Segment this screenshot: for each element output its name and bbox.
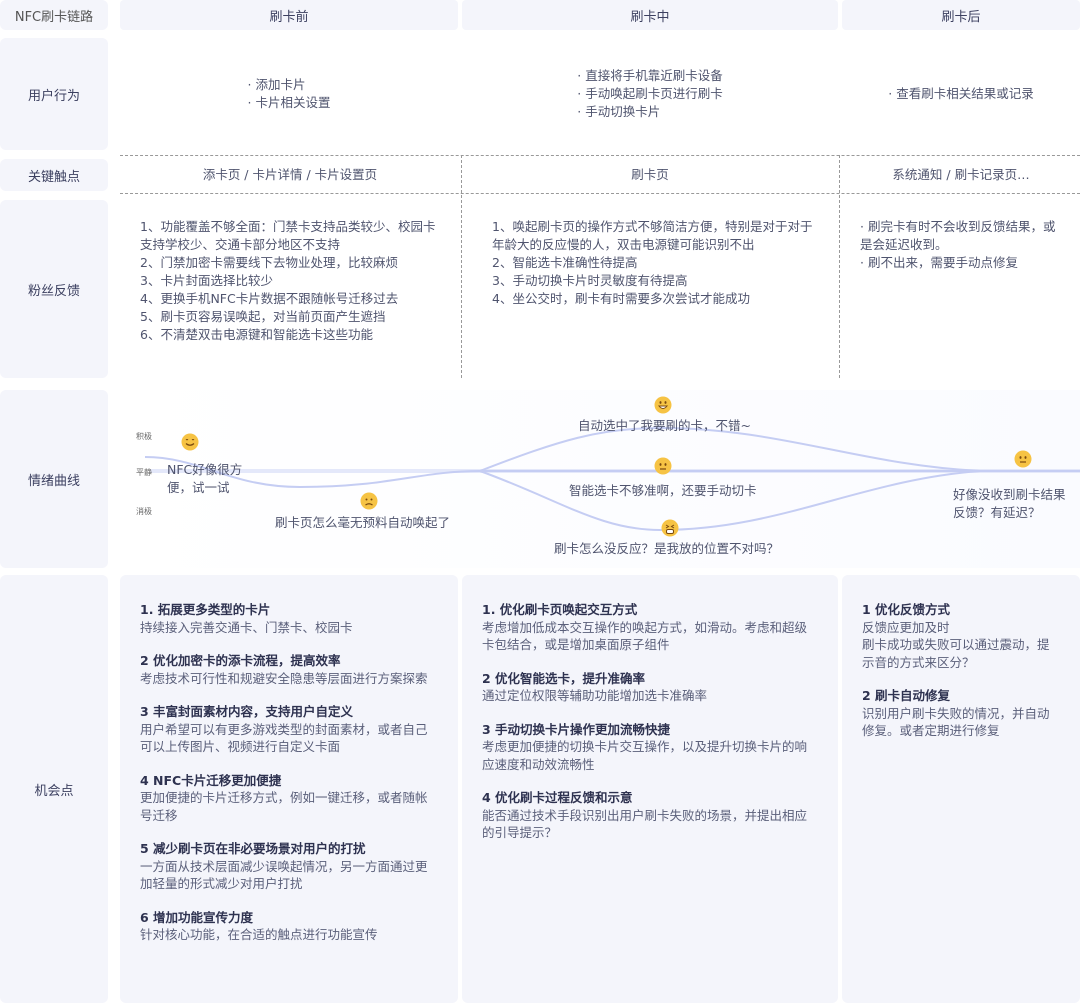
opportunity-desc: 用户希望可以有更多游戏类型的封面素材，或者自己可以上传图片、视频进行自定义卡面 bbox=[140, 721, 428, 755]
feedback-before: 1、功能覆盖不够全面：门禁卡支持品类较少、校园卡支持学校少、交通卡部分地区不支持… bbox=[140, 218, 440, 344]
neutral-face-icon bbox=[1014, 450, 1032, 468]
opportunity-title: 3 丰富封面素材内容，支持用户自定义 bbox=[140, 704, 354, 719]
row-label-touchpoints: 关键触点 bbox=[0, 159, 108, 191]
level-positive: 积极 bbox=[136, 432, 152, 441]
opportunity-desc: 持续接入完善交通卡、门禁卡、校园卡 bbox=[140, 619, 353, 635]
opportunity-title: 2 刷卡自动修复 bbox=[862, 688, 951, 703]
behavior-item: · 直接将手机靠近刷卡设备 bbox=[577, 68, 723, 83]
opportunity-item: 3 丰富封面素材内容，支持用户自定义用户希望可以有更多游戏类型的封面素材，或者自… bbox=[140, 703, 438, 756]
feedback-item: 1、功能覆盖不够全面：门禁卡支持品类较少、校园卡支持学校少、交通卡部分地区不支持 bbox=[140, 219, 436, 252]
feedback-item: · 刷不出来，需要手动点修复 bbox=[860, 255, 1018, 270]
opportunity-title: 4 NFC卡片迁移更加便捷 bbox=[140, 772, 282, 788]
touchpoint-after: 系统通知 / 刷卡记录页… bbox=[892, 166, 1030, 182]
row-label-opportunity: 机会点 bbox=[0, 575, 108, 1003]
opportunities-after: 1 优化反馈方式反馈应更加及时 刷卡成功或失败可以通过震动，提示音的方式来区分？… bbox=[842, 575, 1080, 1003]
feedback-item: 2、智能选卡准确性待提高 bbox=[492, 255, 638, 270]
opportunity-desc: 针对核心功能，在合适的触点进行功能宣传 bbox=[140, 927, 378, 942]
emotion-point: 好像没收到刷卡结果反馈？有延迟？ bbox=[953, 487, 1066, 520]
opportunity-desc: 考虑更加便捷的切换卡片交互操作，以及提升切换卡片的响应速度和动效流畅性 bbox=[482, 739, 808, 772]
grin-face-icon bbox=[654, 396, 672, 414]
level-calm: 平静 bbox=[136, 468, 152, 477]
opportunity-item: 5 减少刷卡页在非必要场景对用户的打扰一方面从技术层面减少误唤起情况，另一方面通… bbox=[140, 840, 438, 893]
opportunity-title: 1 优化反馈方式 bbox=[862, 602, 951, 617]
opportunity-item: 4 NFC卡片迁移更加便捷更加便捷的卡片迁移方式，例如一键迁移，或者随帐号迁移 bbox=[140, 772, 438, 825]
level-negative: 消极 bbox=[136, 507, 152, 516]
opportunity-item: 3 手动切换卡片操作更加流畅快捷考虑更加便捷的切换卡片交互操作，以及提升切换卡片… bbox=[482, 721, 818, 774]
behavior-before: · 添加卡片 · 卡片相关设置 bbox=[120, 38, 458, 150]
feedback-item: · 刷完卡有时不会收到反馈结果，或是会延迟收到。 bbox=[860, 219, 1056, 252]
feedback-item: 4、更换手机NFC卡片数据不跟随帐号迁移过去 bbox=[140, 291, 399, 306]
emotion-point: NFC好像很方便，试一试 bbox=[167, 462, 243, 495]
emotion-point: 刷卡怎么没反应？是我放的位置不对吗？ bbox=[554, 541, 780, 556]
touchpoint-before: 添卡页 / 卡片详情 / 卡片设置页 bbox=[202, 166, 378, 182]
behavior-during: · 直接将手机靠近刷卡设备 · 手动唤起刷卡页进行刷卡 · 手动切换卡片 bbox=[462, 38, 838, 150]
behavior-item: · 手动切换卡片 bbox=[577, 104, 661, 119]
worried-face-icon bbox=[360, 492, 378, 510]
opportunity-item: 4 优化刷卡过程反馈和示意能否通过技术手段识别出用户刷卡失败的场景，并提出相应的… bbox=[482, 789, 818, 842]
opportunity-title: 4 优化刷卡过程反馈和示意 bbox=[482, 790, 633, 805]
row-label-emotion: 情绪曲线 bbox=[0, 390, 108, 568]
opportunity-title: 2 优化加密卡的添卡流程，提高效率 bbox=[140, 653, 341, 668]
journey-title: NFC刷卡链路 bbox=[0, 0, 108, 30]
opportunities-during: 1. 优化刷卡页唤起交互方式考虑增加低成本交互操作的唤起方式，如滑动。考虑和超级… bbox=[462, 575, 838, 1003]
opportunity-title: 5 减少刷卡页在非必要场景对用户的打扰 bbox=[140, 841, 366, 856]
opportunity-item: 6 增加功能宣传力度针对核心功能，在合适的触点进行功能宣传 bbox=[140, 909, 438, 944]
opportunity-title: 6 增加功能宣传力度 bbox=[140, 909, 254, 925]
behavior-after: · 查看刷卡相关结果或记录 bbox=[842, 38, 1080, 150]
stage-during: 刷卡中 bbox=[462, 0, 838, 30]
opportunity-title: 3 手动切换卡片操作更加流畅快捷 bbox=[482, 721, 671, 737]
opportunity-desc: 一方面从技术层面减少误唤起情况，另一方面通过更加轻量的形式减少对用户打扰 bbox=[140, 858, 428, 892]
feedback-item: 3、卡片封面选择比较少 bbox=[140, 273, 273, 288]
opportunity-desc: 能否通过技术手段识别出用户刷卡失败的场景，并提出相应的引导提示？ bbox=[482, 807, 808, 841]
opportunity-desc: 考虑技术可行性和规避安全隐患等层面进行方案探索 bbox=[140, 670, 428, 686]
stage-before: 刷卡前 bbox=[120, 0, 458, 30]
emotion-line-positive bbox=[479, 426, 981, 472]
row-label-feedback: 粉丝反馈 bbox=[0, 200, 108, 378]
happy-face-icon bbox=[181, 433, 199, 451]
behavior-item: · 卡片相关设置 bbox=[247, 95, 331, 110]
opportunity-desc: 通过定位权限等辅助功能增加选卡准确率 bbox=[482, 688, 708, 703]
emotion-point: 刷卡页怎么毫无预料自动唤起了 bbox=[275, 515, 451, 530]
behavior-item: · 添加卡片 bbox=[247, 77, 306, 92]
opportunity-desc: 反馈应更加及时 刷卡成功或失败可以通过震动，提示音的方式来区分？ bbox=[862, 619, 1050, 670]
feedback-item: 4、坐公交时，刷卡有时需要多次尝试才能成功 bbox=[492, 291, 750, 306]
opportunity-item: 1 优化反馈方式反馈应更加及时 刷卡成功或失败可以通过震动，提示音的方式来区分？ bbox=[862, 601, 1060, 671]
opportunity-item: 2 刷卡自动修复识别用户刷卡失败的情况，并自动修复。或者定期进行修复 bbox=[862, 687, 1060, 740]
emotion-point: 智能选卡不够准啊，还要手动切卡 bbox=[569, 483, 757, 498]
feedback-item: 5、刷卡页容易误唤起，对当前页面产生遮挡 bbox=[140, 309, 386, 324]
opportunity-desc: 考虑增加低成本交互操作的唤起方式，如滑动。考虑和超级卡包结合，或是增加桌面原子组… bbox=[482, 619, 808, 653]
divider bbox=[461, 155, 462, 378]
behavior-item: · 手动唤起刷卡页进行刷卡 bbox=[577, 86, 723, 101]
opportunity-item: 2 优化智能选卡，提升准确率通过定位权限等辅助功能增加选卡准确率 bbox=[482, 670, 818, 705]
divider bbox=[120, 155, 1080, 156]
behavior-item: · 查看刷卡相关结果或记录 bbox=[888, 86, 1034, 101]
divider bbox=[839, 155, 840, 378]
stage-after: 刷卡后 bbox=[842, 0, 1080, 30]
opportunity-title: 2 优化智能选卡，提升准确率 bbox=[482, 670, 646, 686]
feedback-after: · 刷完卡有时不会收到反馈结果，或是会延迟收到。 · 刷不出来，需要手动点修复 bbox=[860, 218, 1060, 272]
feedback-item: 6、不清楚双击电源键和智能选卡这些功能 bbox=[140, 327, 373, 342]
divider bbox=[120, 193, 1080, 194]
opportunity-item: 2 优化加密卡的添卡流程，提高效率考虑技术可行性和规避安全隐患等层面进行方案探索 bbox=[140, 652, 438, 687]
feedback-item: 1、唤起刷卡页的操作方式不够简洁方便，特别是对于对于年龄大的反应慢的人，双击电源… bbox=[492, 219, 813, 252]
opportunity-item: 1. 拓展更多类型的卡片持续接入完善交通卡、门禁卡、校园卡 bbox=[140, 601, 438, 636]
emotion-line-negative bbox=[479, 470, 981, 532]
emotion-point: 自动选中了我要刷的卡，不错~ bbox=[578, 418, 751, 433]
opportunities-before: 1. 拓展更多类型的卡片持续接入完善交通卡、门禁卡、校园卡 2 优化加密卡的添卡流… bbox=[120, 575, 458, 1003]
opportunity-item: 1. 优化刷卡页唤起交互方式考虑增加低成本交互操作的唤起方式，如滑动。考虑和超级… bbox=[482, 601, 818, 654]
feedback-during: 1、唤起刷卡页的操作方式不够简洁方便，特别是对于对于年龄大的反应慢的人，双击电源… bbox=[492, 218, 814, 308]
opportunity-title: 1. 拓展更多类型的卡片 bbox=[140, 602, 271, 617]
opportunity-desc: 识别用户刷卡失败的情况，并自动修复。或者定期进行修复 bbox=[862, 705, 1050, 739]
touchpoint-during: 刷卡页 bbox=[631, 166, 669, 182]
opportunity-title: 1. 优化刷卡页唤起交互方式 bbox=[482, 602, 638, 617]
row-label-behavior: 用户行为 bbox=[0, 38, 108, 150]
feedback-item: 3、手动切换卡片时灵敏度有待提高 bbox=[492, 273, 688, 288]
opportunity-desc: 更加便捷的卡片迁移方式，例如一键迁移，或者随帐号迁移 bbox=[140, 790, 428, 823]
feedback-item: 2、门禁加密卡需要线下去物业处理，比较麻烦 bbox=[140, 255, 398, 270]
distressed-face-icon bbox=[661, 519, 679, 537]
emotion-line-start bbox=[144, 456, 481, 489]
neutral-face-icon bbox=[654, 457, 672, 475]
